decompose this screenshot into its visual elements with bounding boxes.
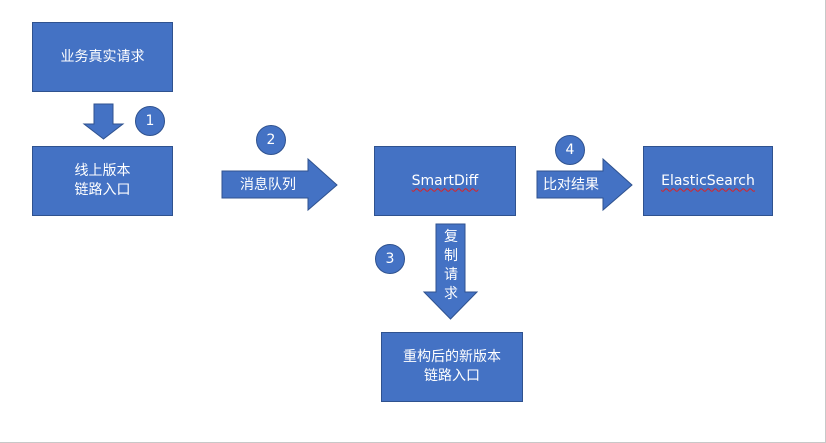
- refactored-entry-line-1: 重构后的新版本: [403, 349, 501, 365]
- real-request-label: 业务真实请求: [60, 48, 145, 65]
- step-4-label: 4: [565, 142, 575, 158]
- smartdiff-label: SmartDiff: [411, 172, 479, 189]
- copy-request-arrow: [422, 223, 479, 320]
- compare-result-label: 比对结果: [543, 177, 599, 193]
- step-1-label: 1: [145, 113, 155, 129]
- step-3-circle: 3: [375, 244, 405, 274]
- online-entry-line-2: 链路入口: [74, 182, 131, 198]
- elasticsearch-label: ElasticSearch: [661, 172, 755, 189]
- refactored-entry-line-2: 链路入口: [424, 368, 480, 384]
- step-1-circle: 1: [135, 106, 165, 136]
- elasticsearch-box: ElasticSearch: [643, 146, 773, 216]
- step-3-label: 3: [385, 251, 395, 267]
- refactored-entry-box: 重构后的新版本 链路入口: [381, 332, 523, 402]
- message-queue-arrow: [221, 157, 338, 212]
- message-queue-label: 消息队列: [240, 177, 296, 193]
- copy-request-label: 复制请求: [444, 229, 458, 302]
- down-arrow: [82, 103, 125, 140]
- step-2-circle: 2: [256, 125, 286, 155]
- compare-result-arrow: [536, 157, 633, 212]
- step-4-circle: 4: [555, 135, 585, 165]
- step-2-label: 2: [266, 132, 276, 148]
- online-entry-line-1: 线上版本: [74, 163, 131, 179]
- real-request-box: 业务真实请求: [32, 22, 173, 92]
- online-entry-box: 线上版本 链路入口: [32, 146, 173, 216]
- smartdiff-box: SmartDiff: [374, 146, 516, 216]
